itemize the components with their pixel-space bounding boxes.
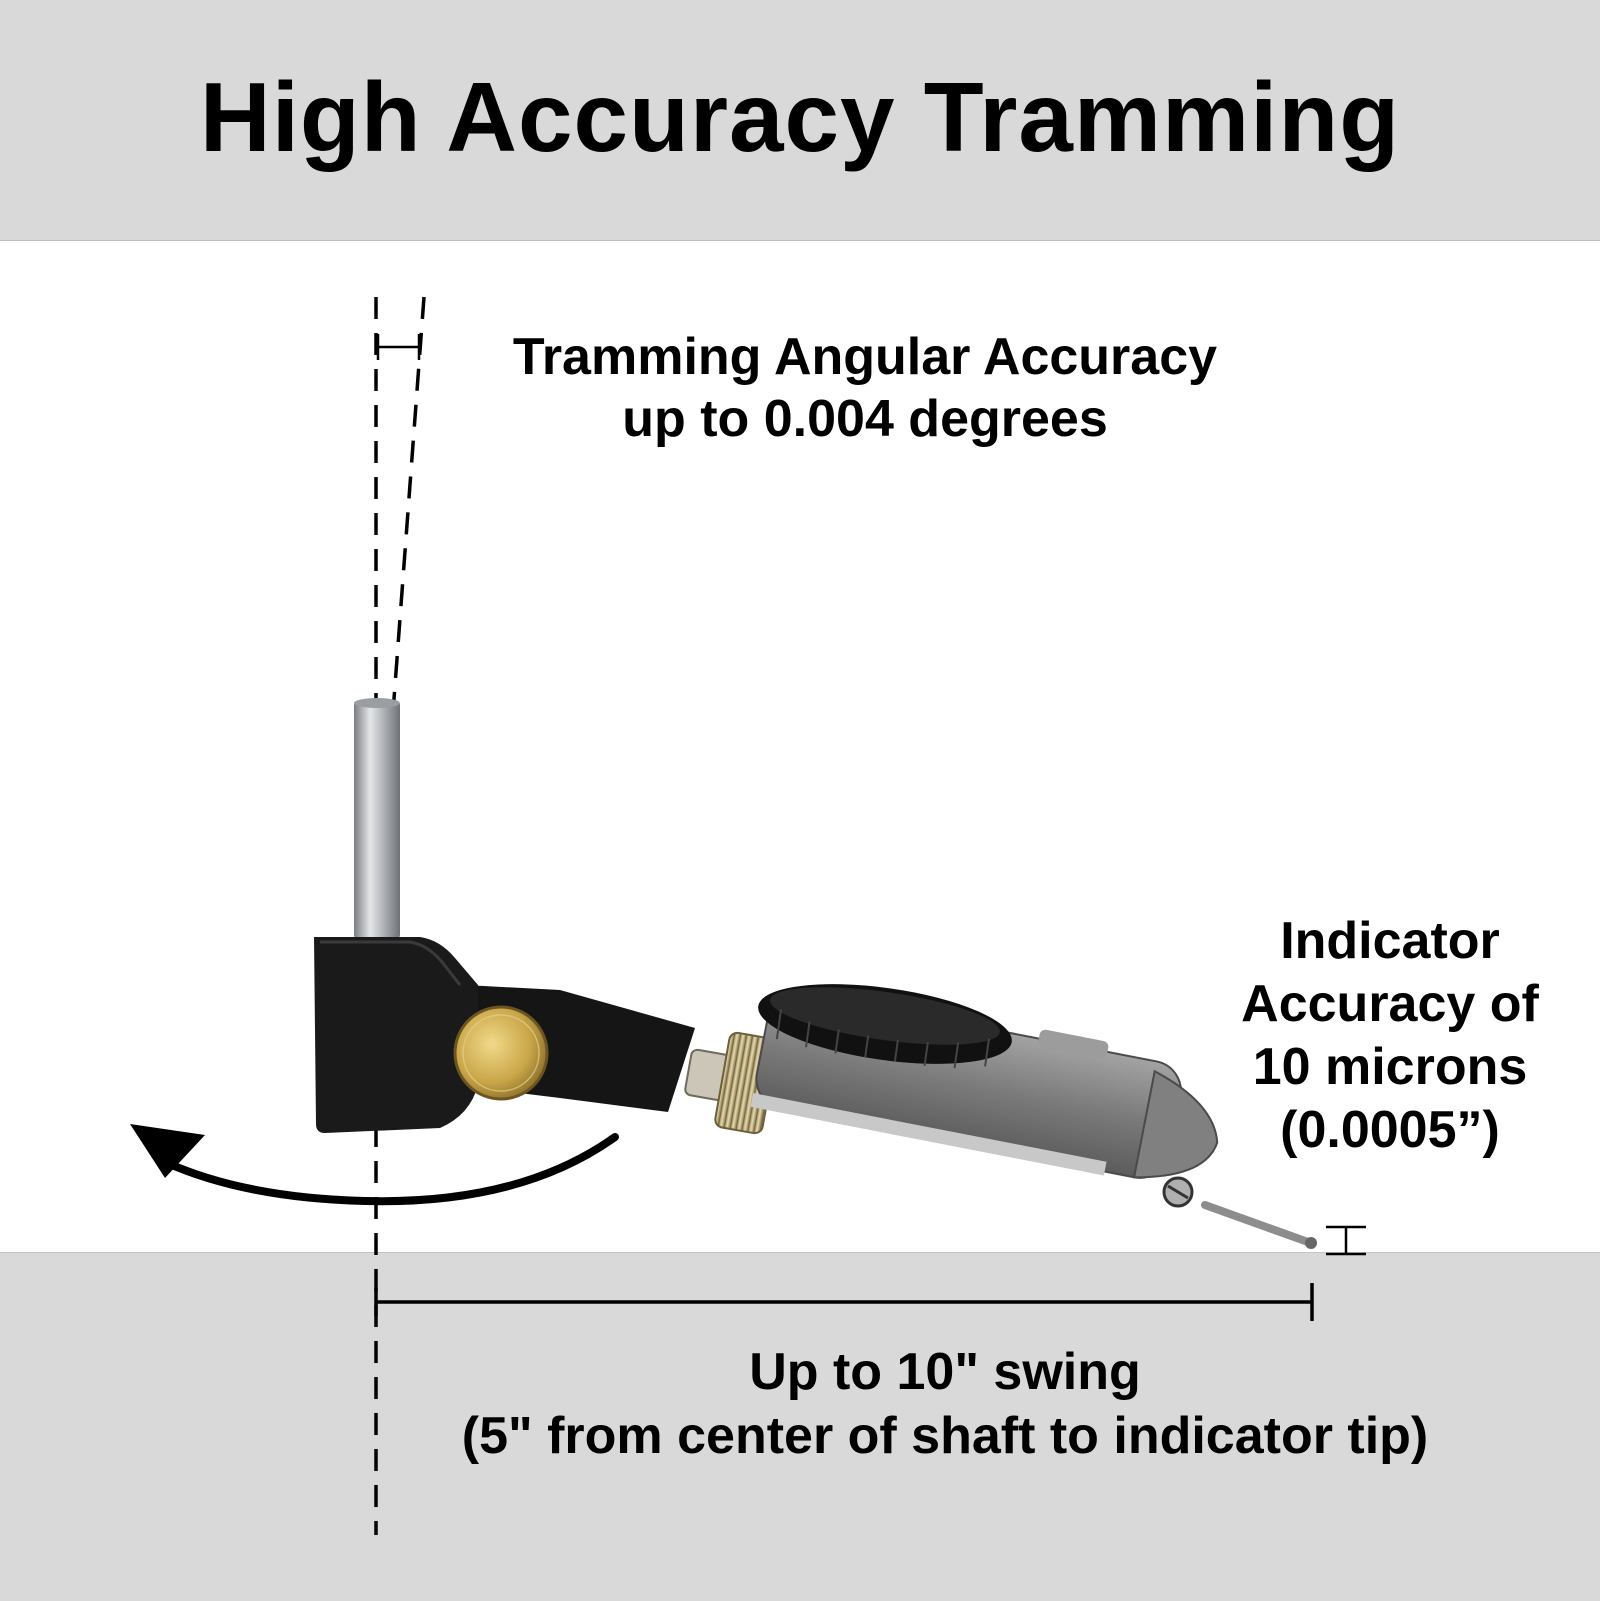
page-title: High Accuracy Tramming [199, 62, 1401, 172]
indicator-accuracy-label: Indicator Accuracy of 10 microns (0.0005… [1200, 910, 1580, 1162]
swing-line2: (5" from center of shaft to indicator ti… [461, 1407, 1429, 1465]
header-band [0, 0, 1600, 241]
swing-label: Up to 10" swing (5" from center of shaft… [380, 1340, 1510, 1468]
indicator-accuracy-line4: (0.0005”) [1280, 1101, 1500, 1159]
swing-line1: Up to 10" swing [749, 1343, 1141, 1401]
tip-dimension-marker [1326, 1225, 1366, 1256]
angle-dimension-marker [376, 334, 421, 360]
indicator-stylus [1201, 1201, 1312, 1246]
shaft [354, 701, 400, 939]
indicator-accuracy-line1: Indicator [1280, 912, 1500, 970]
angular-accuracy-label: Tramming Angular Accuracy up to 0.004 de… [430, 326, 1300, 450]
angular-accuracy-line2: up to 0.004 degrees [622, 390, 1108, 448]
indicator-accuracy-line3: 10 microns [1252, 1038, 1528, 1096]
indicator-accuracy-line2: Accuracy of [1241, 975, 1539, 1033]
brass-knob [453, 1005, 549, 1101]
footer-band [0, 1252, 1600, 1601]
swing-dimension-line [374, 1283, 1314, 1321]
angular-accuracy-line1: Tramming Angular Accuracy [512, 328, 1218, 386]
holder-bracket [314, 937, 478, 1133]
curved-arrow-icon [130, 1124, 619, 1206]
